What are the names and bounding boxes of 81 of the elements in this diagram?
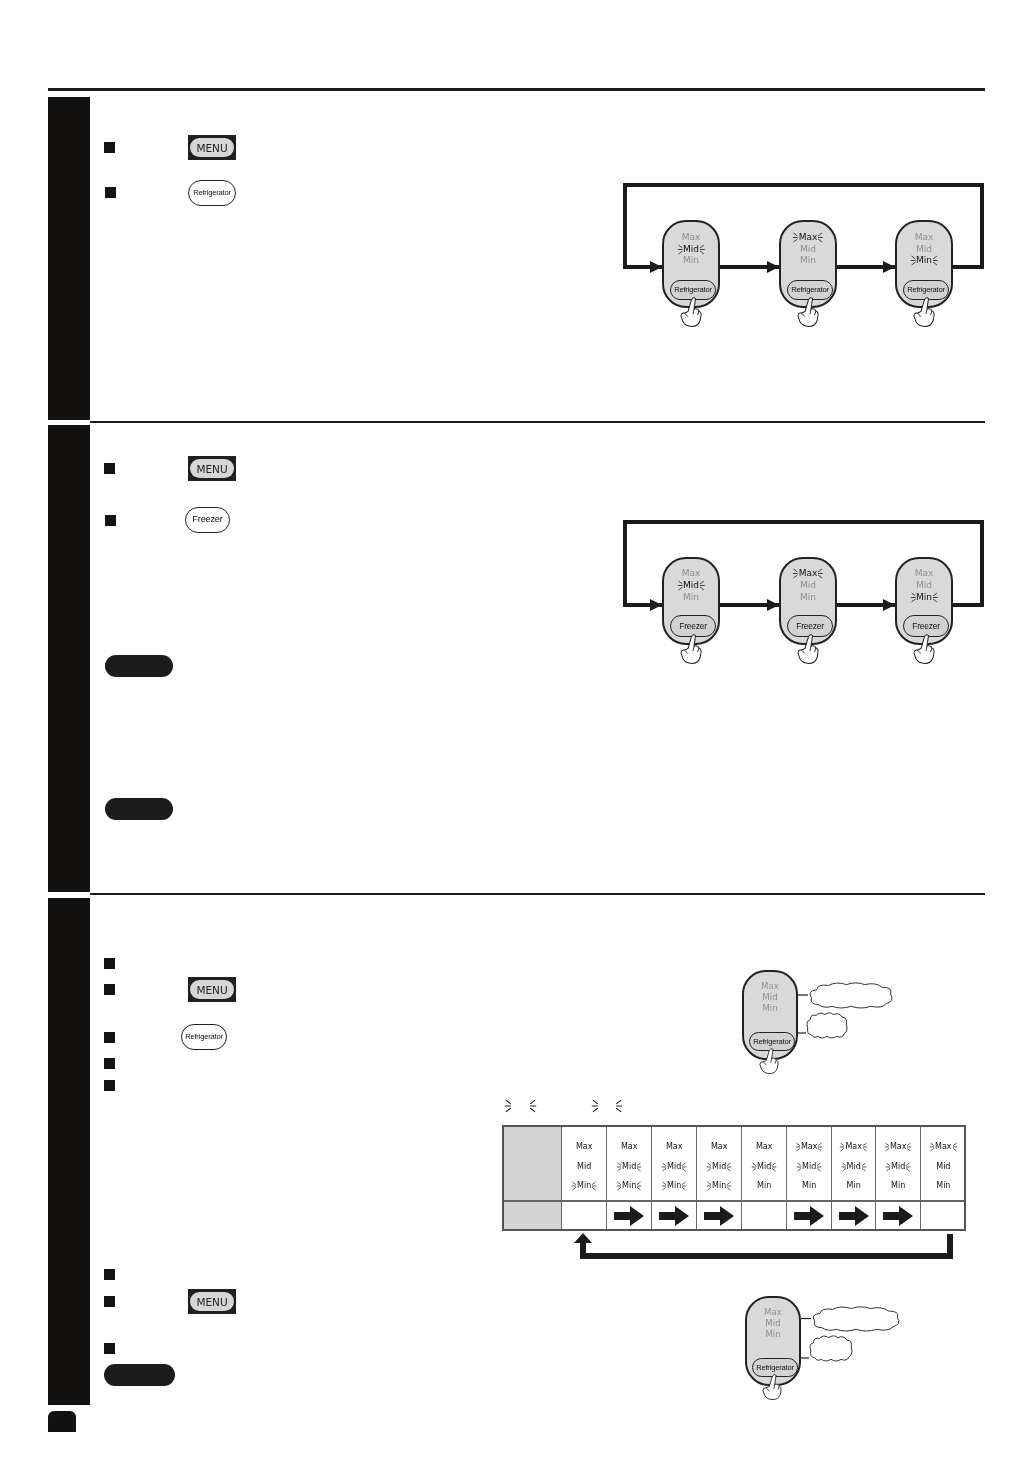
- level-label: Min: [622, 1182, 637, 1190]
- level-label: Min: [683, 593, 699, 602]
- section-tab: [48, 898, 90, 1405]
- thought-cloud: [811, 1306, 901, 1331]
- level-label: Mid: [936, 1162, 951, 1171]
- display-panel: [779, 557, 837, 645]
- flow-arrow: [623, 183, 984, 273]
- level-label: Mid: [762, 993, 778, 1002]
- level-label: Max: [681, 569, 701, 579]
- display-panel: [662, 557, 720, 645]
- level-label: Max: [755, 1143, 773, 1151]
- level-label: Min: [846, 1182, 861, 1190]
- level-label: Max: [914, 233, 934, 243]
- display-panel: [779, 220, 837, 308]
- mode-button: Freezer: [903, 615, 949, 637]
- section-tab: [48, 425, 90, 892]
- level-label: Mid: [712, 1162, 727, 1171]
- thought-cloud: [806, 1012, 848, 1038]
- level-label: Min: [916, 593, 932, 602]
- level-label: Max: [935, 1143, 952, 1151]
- thought-cloud: [808, 982, 894, 1008]
- level-label: Max: [800, 1143, 818, 1151]
- level-label: Mid: [916, 581, 932, 591]
- leader-line: [797, 994, 809, 996]
- level-label: Mid: [757, 1162, 772, 1171]
- level-label: Min: [916, 256, 932, 266]
- mode-button: Freezer: [787, 615, 833, 637]
- flow-arrow: [623, 520, 984, 611]
- level-label: Max: [764, 1308, 782, 1317]
- level-label: Min: [936, 1182, 951, 1190]
- menu-button: MENU: [188, 977, 236, 1002]
- level-label: Mid: [622, 1162, 637, 1171]
- display-panel: [662, 220, 720, 308]
- menu-button: MENU: [188, 456, 236, 481]
- level-label: Mid: [683, 244, 699, 254]
- level-label: Mid: [683, 581, 699, 591]
- display-panel: [895, 220, 953, 308]
- display-panel: [745, 1296, 801, 1386]
- flow-arrow: [837, 261, 895, 273]
- level-label: Min: [712, 1182, 727, 1190]
- level-label: Max: [681, 233, 701, 243]
- level-label: Min: [577, 1182, 592, 1190]
- level-label: Min: [800, 593, 816, 602]
- level-label: Mid: [667, 1162, 682, 1171]
- level-label: Mid: [802, 1162, 817, 1171]
- display-panel: [742, 970, 798, 1060]
- flow-arrow: [837, 599, 895, 611]
- level-label: Min: [891, 1182, 906, 1190]
- level-label: Min: [667, 1182, 682, 1190]
- level-label: Max: [620, 1143, 638, 1151]
- thought-cloud: [809, 1335, 853, 1361]
- flow-arrow: [720, 261, 779, 273]
- level-label: Max: [798, 569, 818, 579]
- level-label: Mid: [891, 1162, 906, 1171]
- menu-button: MENU: [188, 135, 236, 160]
- level-label: Min: [762, 1004, 778, 1013]
- level-label: Max: [914, 569, 934, 579]
- level-label: Min: [802, 1182, 817, 1190]
- level-label: Max: [575, 1143, 593, 1151]
- level-label: Mid: [800, 581, 816, 591]
- level-label: Max: [665, 1143, 683, 1151]
- level-label: Mid: [846, 1162, 861, 1171]
- flow-arrow: [720, 599, 779, 611]
- level-label: Min: [800, 256, 816, 266]
- level-label: Min: [765, 1330, 781, 1339]
- level-label: Max: [761, 982, 779, 991]
- level-label: Min: [757, 1182, 772, 1190]
- mode-button: Freezer: [185, 507, 230, 533]
- level-label: Mid: [765, 1319, 781, 1328]
- level-label: Max: [889, 1143, 907, 1151]
- mode-button: Freezer: [670, 615, 716, 637]
- level-label: Mid: [800, 244, 816, 254]
- menu-button: MENU: [188, 1289, 236, 1314]
- level-label: Mid: [916, 244, 932, 254]
- level-label: Mid: [577, 1162, 592, 1171]
- level-label: Max: [710, 1143, 728, 1151]
- level-label: Max: [798, 233, 818, 243]
- level-label: Max: [845, 1143, 862, 1151]
- level-label: Min: [683, 256, 699, 266]
- section-tab: [48, 97, 90, 420]
- display-panel: [895, 557, 953, 645]
